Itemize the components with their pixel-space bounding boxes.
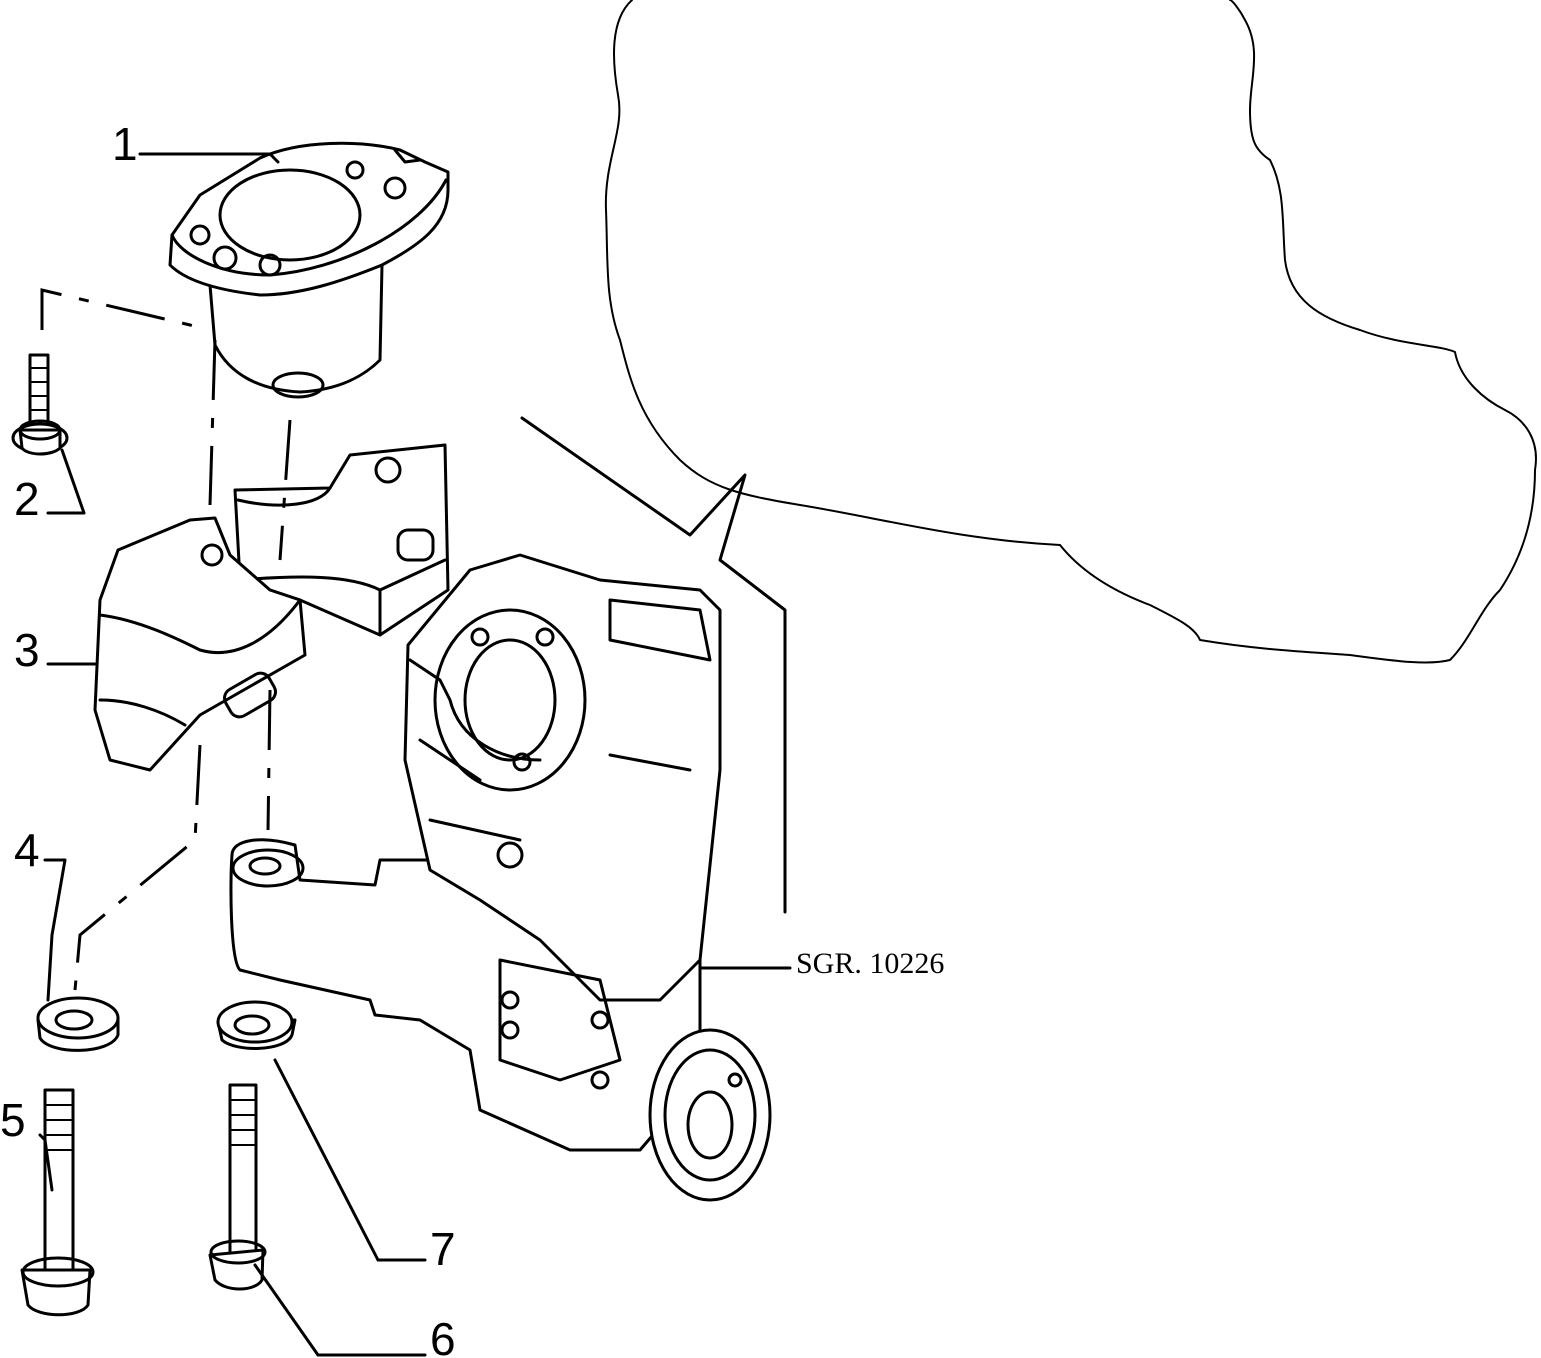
gearbox-outline <box>604 0 1537 664</box>
leader-lines <box>38 152 792 1357</box>
part-5-long-bolt <box>20 1088 95 1317</box>
callout-4: 4 <box>14 824 40 876</box>
part-3-cover <box>93 443 450 772</box>
callout-2: 2 <box>14 473 40 525</box>
part-1-engine-mount <box>168 141 450 399</box>
reference-code: SGR. 10226 <box>796 947 944 980</box>
part-2-bolt <box>11 353 69 456</box>
callout-5: 5 <box>0 1094 26 1146</box>
callout-6: 6 <box>430 1313 456 1358</box>
callout-7: 7 <box>430 1223 456 1275</box>
part-7-washer <box>216 1000 297 1050</box>
part-4-washer <box>36 996 120 1052</box>
alignment-lines <box>40 288 292 991</box>
engine-bracket <box>229 553 772 1202</box>
callout-1: 1 <box>112 118 138 170</box>
part-6-bolt <box>208 1083 267 1291</box>
gearbox-pointer-lines <box>520 416 787 914</box>
callout-3: 3 <box>14 624 40 676</box>
